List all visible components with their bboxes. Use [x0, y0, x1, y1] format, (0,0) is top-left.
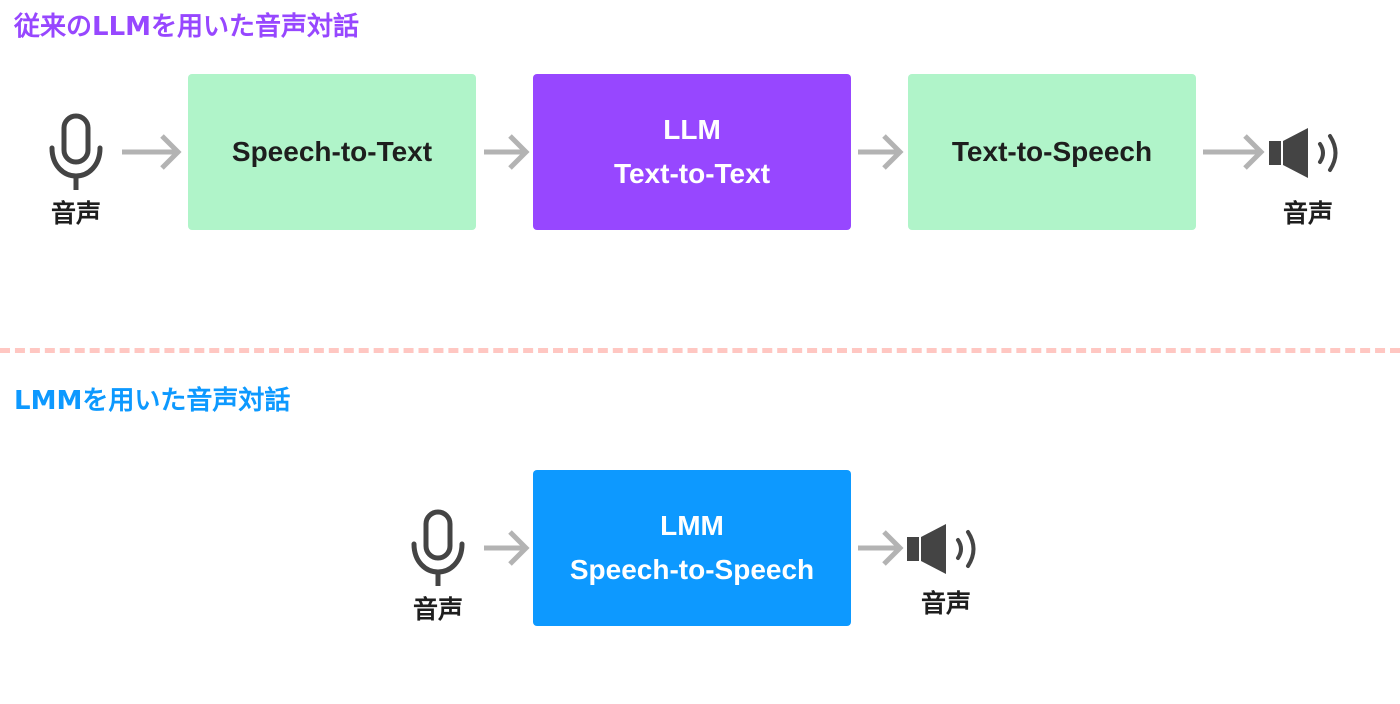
output-audio-label: 音声 [1282, 199, 1333, 228]
input-audio-label: 音声 [412, 595, 463, 624]
arrow-right-icon [1203, 134, 1265, 170]
arrow-right-icon [122, 134, 182, 170]
arrow-right-icon [858, 134, 904, 170]
arrow-right-icon [484, 530, 530, 566]
stage-model-label: LMM [660, 510, 724, 541]
llm-text-to-text-stage: LLM Text-to-Text [533, 74, 851, 230]
text-to-speech-stage: Text-to-Speech [908, 74, 1196, 230]
lmm-pipeline-title: LMMを用いた音声対話 [14, 386, 291, 416]
output-audio-label: 音声 [920, 589, 971, 618]
section-divider [0, 348, 1400, 353]
stage-model-label: LLM [663, 114, 721, 145]
speech-to-text-stage: Speech-to-Text [188, 74, 476, 230]
arrow-right-icon [484, 134, 530, 170]
speaker-icon [1269, 128, 1338, 178]
stage-label: Speech-to-Text [231, 136, 433, 167]
microphone-icon [411, 509, 465, 586]
stage-label: Text-to-Text [613, 158, 771, 189]
microphone-icon [49, 113, 103, 190]
stage-label: Text-to-Speech [951, 136, 1153, 167]
speaker-icon [907, 524, 976, 574]
arrow-right-icon [858, 530, 904, 566]
traditional-pipeline-title: 従来のLLMを用いた音声対話 [14, 12, 360, 42]
input-audio-label: 音声 [50, 199, 101, 228]
stage-label: Speech-to-Speech [569, 554, 815, 585]
lmm-speech-to-speech-stage: LMM Speech-to-Speech [533, 470, 851, 626]
